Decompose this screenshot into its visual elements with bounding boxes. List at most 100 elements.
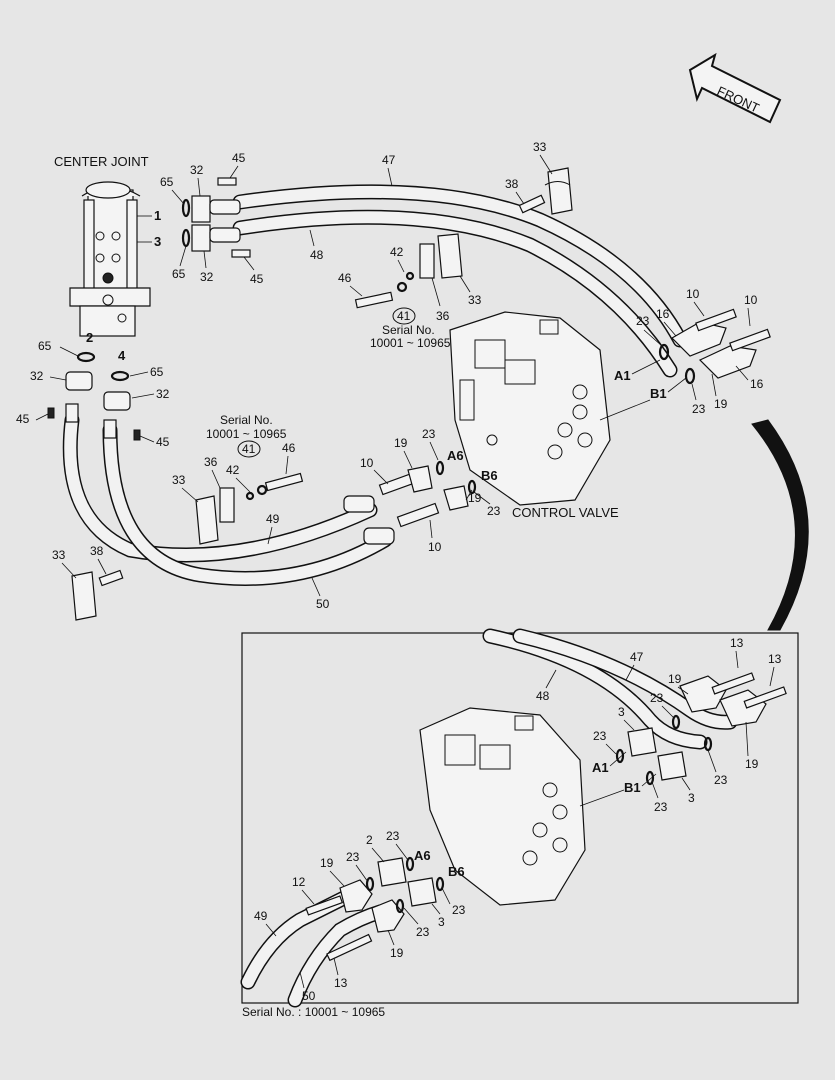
hose-49: [62, 412, 378, 563]
center-joint-port-2: 2: [86, 330, 93, 345]
part-65-c: 65: [38, 339, 52, 353]
part-23-detail-b: 23: [593, 729, 607, 743]
center-joint-label: CENTER JOINT: [54, 154, 149, 169]
part-42-lower: 42: [226, 463, 240, 477]
part-33-mid: 33: [468, 293, 482, 307]
serial-label-lower: Serial No.: [220, 413, 273, 427]
part-33-lower: 33: [172, 473, 186, 487]
upper-right-fittings: [658, 308, 771, 385]
part-19-detail-a: 19: [668, 672, 682, 686]
part-42-upper: 42: [390, 245, 404, 259]
part-50-detail: 50: [302, 989, 316, 1003]
part-65-a: 65: [160, 175, 174, 189]
part-38-top: 38: [505, 177, 519, 191]
clamp-33-mid: [354, 233, 463, 309]
part-19-lower-a: 19: [394, 436, 408, 450]
part-33-bottom: 33: [52, 548, 66, 562]
part-38-bottom: 38: [90, 544, 104, 558]
part-23-detail-h: 23: [416, 925, 430, 939]
hose-47: [232, 184, 688, 348]
port-b1-upper: B1: [650, 386, 667, 401]
part-45-b: 45: [250, 272, 264, 286]
port-a6-upper: A6: [447, 448, 464, 463]
part-36-upper: 36: [436, 309, 450, 323]
part-48-detail: 48: [536, 689, 550, 703]
detail-pointer-arrow: [751, 419, 809, 631]
part-23-b: 23: [692, 402, 706, 416]
part-12-detail: 12: [292, 875, 306, 889]
port-a6-detail: A6: [414, 848, 431, 863]
part-23-detail-d: 23: [654, 800, 668, 814]
part-33-top: 33: [533, 140, 547, 154]
port-b6-upper: B6: [481, 468, 498, 483]
part-23-detail-c: 23: [714, 773, 728, 787]
part-13-detail-c: 13: [334, 976, 348, 990]
part-16-a: 16: [656, 307, 670, 321]
part-65-d: 65: [150, 365, 164, 379]
serial-label-upper: Serial No.: [382, 323, 435, 337]
part-32-c: 32: [30, 369, 44, 383]
part-16-b: 16: [750, 377, 764, 391]
control-valve-upper: [449, 311, 611, 506]
part-23-detail-a: 23: [650, 691, 664, 705]
part-65-b: 65: [172, 267, 186, 281]
part-23-detail-e: 23: [386, 829, 400, 843]
serial-range-upper: 10001 ~ 10965: [370, 336, 451, 350]
part-23-detail-g: 23: [452, 903, 466, 917]
part-32-a: 32: [190, 163, 204, 177]
part-3-detail-b: 3: [688, 791, 695, 805]
center-joint-port-1: 1: [154, 208, 161, 223]
part-45-d: 45: [156, 435, 170, 449]
part-2-detail: 2: [366, 833, 373, 847]
serial-range-lower: 10001 ~ 10965: [206, 427, 287, 441]
part-19-detail-d: 19: [390, 946, 404, 960]
part-32-d: 32: [156, 387, 170, 401]
center-joint-port-4: 4: [118, 348, 126, 363]
control-valve-label: CONTROL VALVE: [512, 505, 619, 520]
part-23-lower-a: 23: [422, 427, 436, 441]
clamp-33-bottom: [71, 569, 124, 621]
serial-callout-upper: 41 Serial No. 10001 ~ 10965: [370, 307, 451, 350]
clamp-33-lower: [195, 472, 304, 545]
part-50-upper: 50: [316, 597, 330, 611]
part-36-lower: 36: [204, 455, 218, 469]
part-46-lower: 46: [282, 441, 296, 455]
part-10-lower-a: 10: [360, 456, 374, 470]
part-23-detail-f: 23: [346, 850, 360, 864]
hose-fittings-top: [181, 177, 251, 258]
serial-callout-lower: Serial No. 10001 ~ 10965 41: [206, 413, 287, 458]
part-3-detail-c: 3: [438, 915, 445, 929]
port-a1-detail: A1: [592, 760, 609, 775]
part-23-lower-b: 23: [487, 504, 501, 518]
part-41-lower: 41: [242, 442, 256, 456]
center-joint: [69, 181, 151, 337]
hose-50: [102, 422, 393, 586]
part-47-upper: 47: [382, 153, 396, 167]
lower-hose-fittings: [343, 460, 477, 545]
control-valve-detail: [419, 707, 586, 906]
port-b6-detail: B6: [448, 864, 465, 879]
part-45-a: 45: [232, 151, 246, 165]
part-47-detail: 47: [630, 650, 644, 664]
serial-footer: Serial No. : 10001 ~ 10965: [242, 1005, 385, 1019]
part-41-upper: 41: [397, 309, 411, 323]
part-23-a: 23: [636, 314, 650, 328]
hose-48: [232, 209, 678, 378]
part-19-upper: 19: [714, 397, 728, 411]
lower-flanges: [47, 351, 141, 441]
part-10-lower-b: 10: [428, 540, 442, 554]
part-13-b: 13: [768, 652, 782, 666]
part-32-b: 32: [200, 270, 214, 284]
part-19-lower-b: 19: [468, 491, 482, 505]
clamp-33-top: [518, 167, 573, 215]
detail-blocks: [305, 672, 787, 962]
part-10-b: 10: [744, 293, 758, 307]
part-45-c: 45: [16, 412, 30, 426]
center-joint-port-3: 3: [154, 234, 161, 249]
port-b1-detail: B1: [624, 780, 641, 795]
part-13-a: 13: [730, 636, 744, 650]
part-10-a: 10: [686, 287, 700, 301]
part-46-upper: 46: [338, 271, 352, 285]
part-19-detail-c: 19: [320, 856, 334, 870]
